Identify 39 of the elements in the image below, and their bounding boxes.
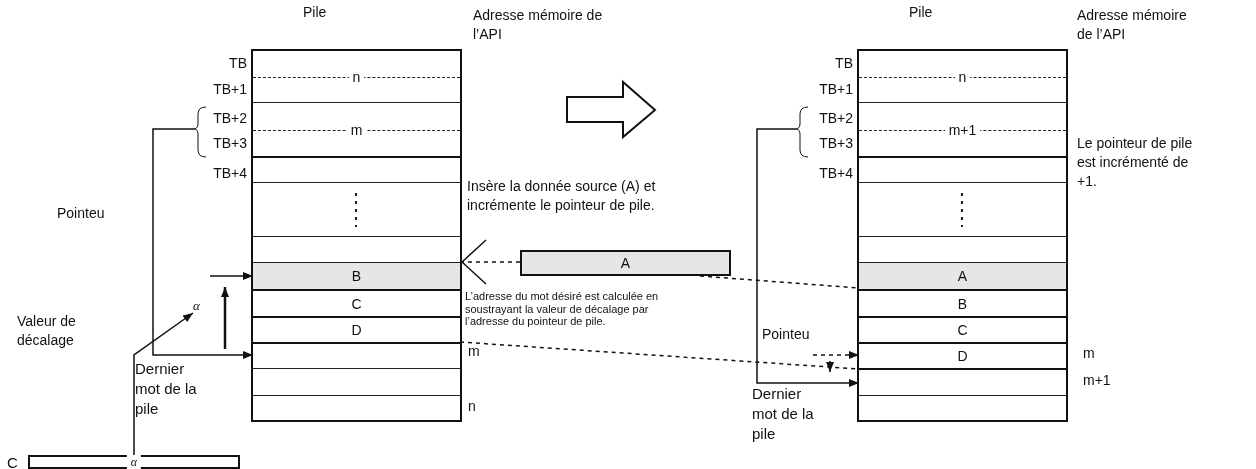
pointer-arrow (152, 128, 254, 359)
text-label: n (468, 397, 476, 416)
text-label: TB+2 (818, 109, 853, 128)
text-label: TB+4 (818, 164, 853, 183)
text-label: Adresse mémoire de l’API (1077, 6, 1188, 44)
text-label: m+1 (1083, 371, 1111, 390)
text-label: Adresse mémoire de l’API (473, 6, 604, 44)
text-label: TB (834, 54, 853, 73)
data-box (520, 250, 731, 276)
text-label: TB+4 (212, 164, 247, 183)
pointer-arrow (756, 128, 860, 387)
text-label: m (468, 342, 480, 361)
text-label: TB+1 (212, 80, 247, 99)
text-label: TB+3 (818, 134, 853, 153)
text-label: Le pointeur de pile est incrémenté de +1. (1077, 134, 1194, 191)
register-box (28, 455, 240, 469)
stack-row (859, 262, 1066, 289)
text-label: Pointeu (762, 325, 810, 344)
text-label: TB+1 (818, 80, 853, 99)
text-label: Pointeu (57, 204, 105, 223)
text-label: TB+3 (212, 134, 247, 153)
text-label: Insère la donnée source (A) et incrémente le pointeur de pile. (467, 177, 657, 215)
offset-arrow (133, 312, 194, 456)
box-text: α (126, 454, 142, 469)
stack-heading: Pile (303, 4, 327, 20)
stack-heading: Pile (909, 4, 933, 20)
text-label: L’adresse du mot désiré est calculée en soustrayant la valeur de décalage par l’adresse du pointeur de pile. (465, 290, 660, 328)
insert-arrow (461, 239, 521, 285)
text-label: Dernier mot de la pile (135, 359, 198, 419)
text-label: m (1083, 344, 1095, 363)
text-label: TB+2 (212, 109, 247, 128)
text-label: Dernier mot de la pile (752, 384, 815, 444)
text-label: Valeur de décalage (17, 312, 77, 350)
pointer-arrow (812, 351, 860, 359)
symbol-label: α (193, 298, 205, 316)
stack-row (253, 262, 460, 289)
register-name: C (7, 453, 18, 469)
text-label: TB (228, 54, 247, 73)
pointer-arrow (209, 272, 254, 280)
